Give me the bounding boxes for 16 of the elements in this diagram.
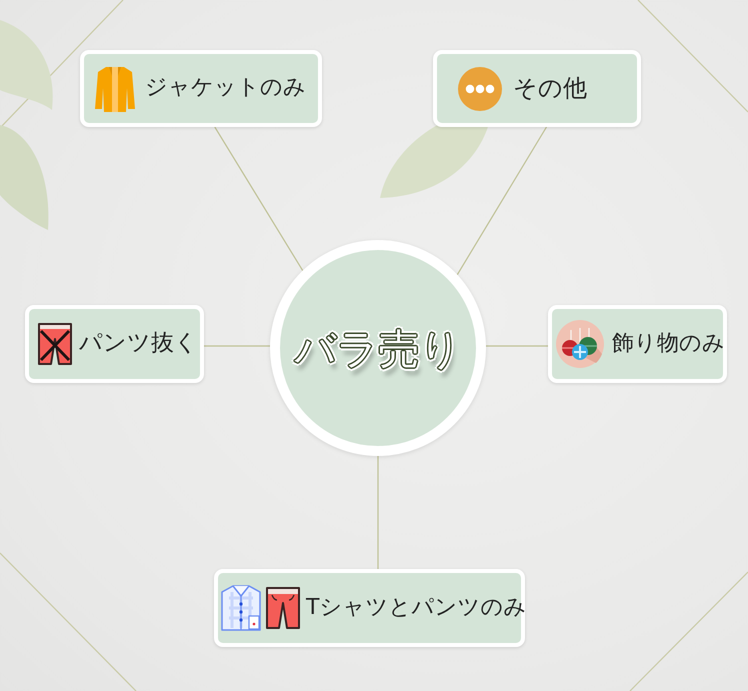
connector-line bbox=[214, 126, 304, 271]
heading-text: バラ売り bbox=[294, 324, 462, 373]
category-box bbox=[80, 50, 322, 127]
category-box bbox=[548, 305, 727, 383]
category-text: Tシャツとパンツのみ bbox=[306, 596, 526, 620]
category-text: パンツ抜く bbox=[79, 331, 198, 357]
connector-line bbox=[204, 345, 270, 347]
category-text: ジャケットのみ bbox=[145, 76, 306, 101]
connector-line bbox=[486, 345, 548, 347]
connector-line bbox=[456, 126, 548, 276]
connector-line bbox=[377, 456, 379, 569]
category-box bbox=[25, 305, 204, 383]
category-box bbox=[433, 50, 641, 127]
category-box bbox=[214, 569, 525, 647]
category-text: 飾り物のみ bbox=[612, 332, 725, 356]
category-text: その他 bbox=[513, 75, 587, 102]
